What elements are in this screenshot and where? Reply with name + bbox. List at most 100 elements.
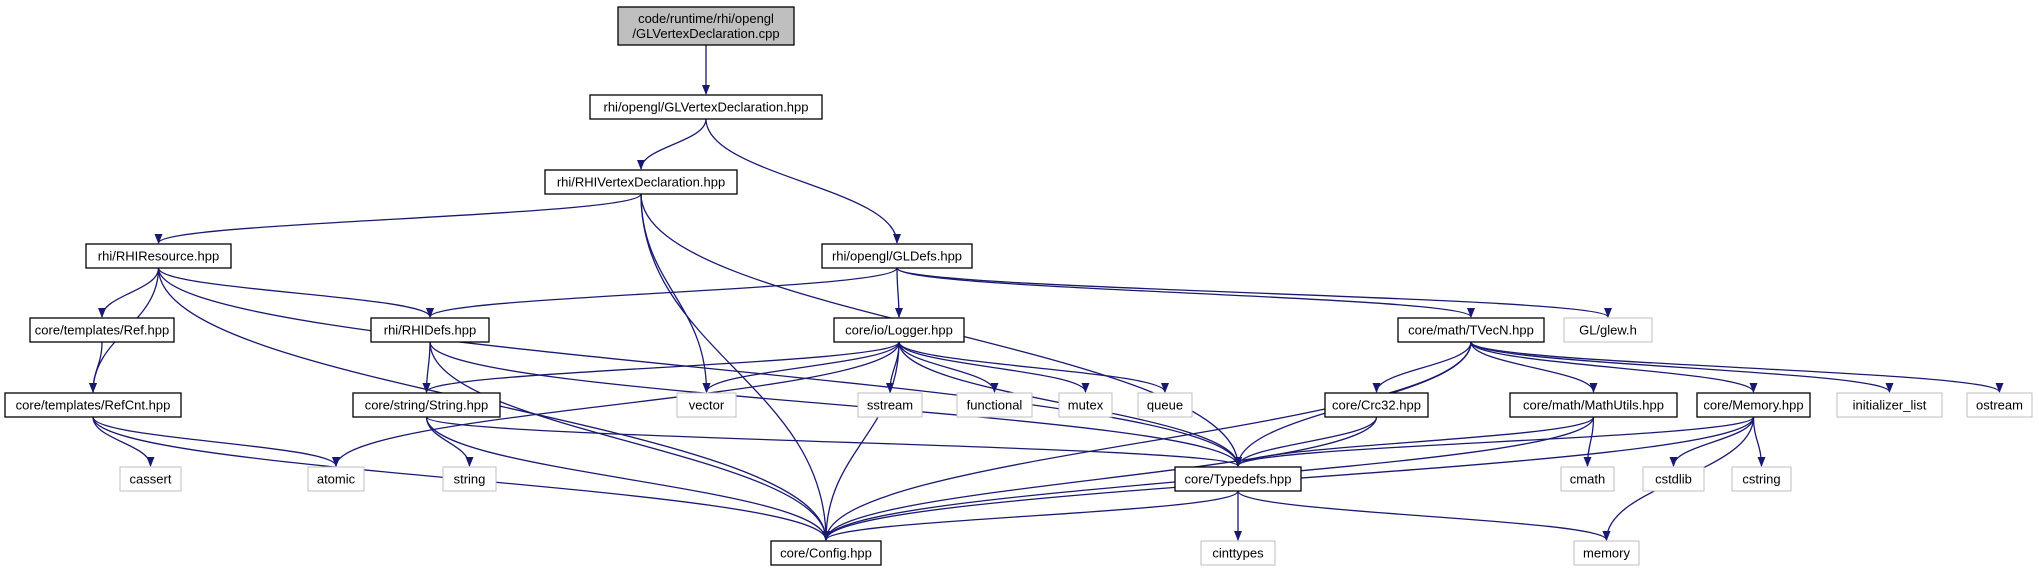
edge-rhidefs-to-config bbox=[429, 341, 830, 541]
node-cstdlib: cstdlib bbox=[1642, 466, 1705, 492]
node-label-queue: queue bbox=[1147, 398, 1183, 413]
node-functional: functional bbox=[956, 392, 1033, 418]
edge-logger-to-string_hpp bbox=[422, 341, 900, 393]
node-box-tvecn bbox=[1397, 317, 1545, 343]
edge-rhivd-to-config bbox=[640, 193, 830, 541]
edge-mathutils-to-cmath bbox=[1583, 416, 1595, 467]
edge-gldefs-to-glew bbox=[896, 267, 1612, 318]
edge-rhivd-to-rhires bbox=[154, 193, 642, 244]
node-atomic: atomic bbox=[307, 466, 365, 492]
node-ref[interactable]: core/templates/Ref.hpp bbox=[29, 317, 175, 343]
node-box-rhivd bbox=[544, 169, 738, 195]
edge-logger-to-mutex bbox=[898, 341, 1090, 393]
node-string_std: string bbox=[442, 466, 497, 492]
edge-logger-to-vector bbox=[702, 341, 900, 393]
node-box-ostream bbox=[1966, 392, 2033, 418]
edge-ref-to-refcnt bbox=[89, 341, 103, 393]
node-box-logger bbox=[833, 317, 965, 343]
node-label-string_std: string bbox=[454, 472, 486, 487]
node-queue: queue bbox=[1137, 392, 1193, 418]
node-gldefs[interactable]: rhi/opengl/GLDefs.hpp bbox=[821, 243, 973, 269]
node-typedefs[interactable]: core/Typedefs.hpp bbox=[1174, 466, 1302, 492]
node-box-gldefs bbox=[821, 243, 973, 269]
node-rhidefs[interactable]: rhi/RHIDefs.hpp bbox=[370, 317, 490, 343]
node-label-cstring: cstring bbox=[1742, 472, 1780, 487]
node-label-rhires: rhi/RHIResource.hpp bbox=[98, 249, 219, 264]
node-label-logger: core/io/Logger.hpp bbox=[845, 323, 953, 338]
node-label-cinttypes: cinttypes bbox=[1212, 546, 1264, 561]
edge-tvecn-to-mathutils bbox=[1470, 341, 1598, 393]
edge-tvecn-to-memory_hpp bbox=[1470, 341, 1758, 393]
nodes: code/runtime/rhi/opengl/GLVertexDeclarat… bbox=[4, 6, 2033, 566]
node-label-rhidefs: rhi/RHIDefs.hpp bbox=[384, 323, 476, 338]
edge-memory_hpp-to-typedefs bbox=[1234, 416, 1755, 467]
edge-crc32-to-typedefs bbox=[1234, 416, 1378, 467]
edge-mathutils-to-typedefs bbox=[1234, 416, 1595, 467]
edge-rhires-to-rhidefs bbox=[157, 267, 434, 318]
node-label-glvd: rhi/opengl/GLVertexDeclaration.hpp bbox=[604, 100, 809, 115]
node-label-ostream: ostream bbox=[1976, 398, 2023, 413]
node-box-cmath bbox=[1560, 466, 1615, 492]
node-label-config: core/Config.hpp bbox=[780, 546, 872, 561]
edge-logger-to-atomic bbox=[332, 341, 900, 467]
node-box-cinttypes bbox=[1200, 540, 1276, 566]
edge-typedefs-to-config bbox=[822, 490, 1239, 541]
node-box-mathutils bbox=[1509, 392, 1678, 418]
edge-rhidefs-to-typedefs bbox=[429, 341, 1242, 467]
node-label-cmath: cmath bbox=[1570, 472, 1605, 487]
node-cmath: cmath bbox=[1560, 466, 1615, 492]
node-root[interactable]: code/runtime/rhi/opengl/GLVertexDeclarat… bbox=[617, 6, 795, 46]
node-box-sstream bbox=[857, 392, 923, 418]
node-box-cassert bbox=[119, 466, 182, 492]
edge-tvecn-to-ostream bbox=[1470, 341, 2004, 393]
edge-crc32-to-config bbox=[822, 416, 1378, 541]
edge-string_hpp-to-typedefs bbox=[425, 416, 1242, 467]
edge-glvd-to-rhivd bbox=[637, 118, 707, 170]
node-label-vector: vector bbox=[689, 398, 725, 413]
edge-rhivd-to-vector bbox=[640, 193, 711, 393]
node-label-memory_std: memory bbox=[1583, 546, 1630, 561]
node-mathutils[interactable]: core/math/MathUtils.hpp bbox=[1509, 392, 1678, 418]
node-box-queue bbox=[1137, 392, 1193, 418]
node-label-gldefs: rhi/opengl/GLDefs.hpp bbox=[832, 249, 962, 264]
node-box-crc32 bbox=[1324, 392, 1429, 418]
node-tvecn[interactable]: core/math/TVecN.hpp bbox=[1397, 317, 1545, 343]
node-label-cassert: cassert bbox=[130, 472, 172, 487]
node-glew: GL/glew.h bbox=[1563, 317, 1653, 343]
edge-typedefs-to-memory_std bbox=[1237, 490, 1611, 541]
node-label-refcnt: core/templates/RefCnt.hpp bbox=[16, 398, 171, 413]
node-box-initlist bbox=[1836, 392, 1943, 418]
node-rhires[interactable]: rhi/RHIResource.hpp bbox=[85, 243, 232, 269]
node-config[interactable]: core/Config.hpp bbox=[770, 540, 882, 566]
edge-string_hpp-to-config bbox=[425, 416, 830, 541]
node-vector: vector bbox=[676, 392, 737, 418]
edge-logger-to-functional bbox=[898, 341, 999, 393]
node-crc32[interactable]: core/Crc32.hpp bbox=[1324, 392, 1429, 418]
node-box-rhidefs bbox=[370, 317, 490, 343]
node-memory_hpp[interactable]: core/Memory.hpp bbox=[1696, 392, 1811, 418]
node-refcnt[interactable]: core/templates/RefCnt.hpp bbox=[4, 392, 182, 418]
node-glvd[interactable]: rhi/opengl/GLVertexDeclaration.hpp bbox=[589, 94, 823, 120]
node-label-string_hpp: core/string/String.hpp bbox=[365, 398, 489, 413]
node-rhivd[interactable]: rhi/RHIVertexDeclaration.hpp bbox=[544, 169, 738, 195]
edge-gldefs-to-tvecn bbox=[896, 267, 1475, 318]
node-box-atomic bbox=[307, 466, 365, 492]
node-logger[interactable]: core/io/Logger.hpp bbox=[833, 317, 965, 343]
node-box-string_std bbox=[442, 466, 497, 492]
edge-memory_hpp-to-cstdlib bbox=[1669, 416, 1755, 467]
node-label-root: /GLVertexDeclaration.cpp bbox=[632, 26, 779, 41]
node-box-refcnt bbox=[4, 392, 182, 418]
node-memory_std: memory bbox=[1573, 540, 1640, 566]
node-box-string_hpp bbox=[352, 392, 501, 418]
edge-rhidefs-to-string_hpp bbox=[422, 341, 431, 393]
node-initlist: initializer_list bbox=[1836, 392, 1943, 418]
node-box-cstring bbox=[1731, 466, 1792, 492]
node-label-sstream: sstream bbox=[867, 398, 913, 413]
node-box-memory_hpp bbox=[1696, 392, 1811, 418]
node-cstring: cstring bbox=[1731, 466, 1792, 492]
node-box-cstdlib bbox=[1642, 466, 1705, 492]
node-mutex: mutex bbox=[1058, 392, 1113, 418]
node-box-memory_std bbox=[1573, 540, 1640, 566]
node-string_hpp[interactable]: core/string/String.hpp bbox=[352, 392, 501, 418]
